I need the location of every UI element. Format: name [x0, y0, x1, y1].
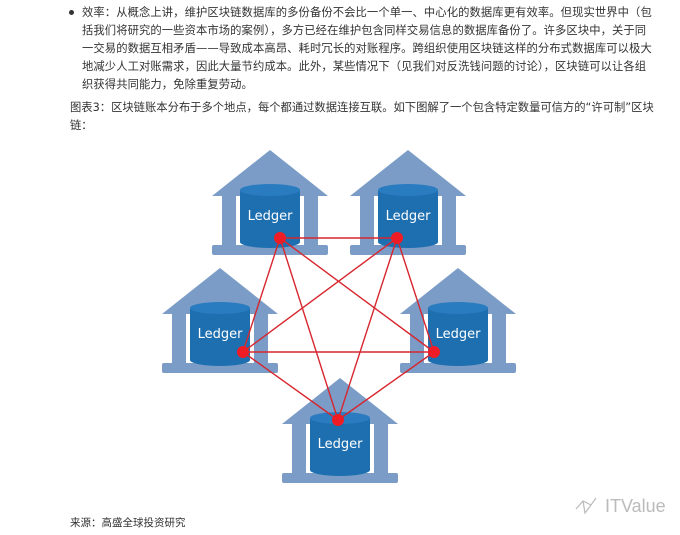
bank-building-icon — [400, 268, 516, 373]
data-link — [337, 351, 435, 421]
itvalue-logo-icon — [575, 497, 597, 515]
data-link — [242, 237, 281, 353]
ledger-node: Ledger — [350, 150, 466, 255]
data-link — [396, 237, 435, 353]
ledger-node: Ledger — [282, 378, 398, 483]
bank-building-icon — [282, 378, 398, 483]
source-note: 来源：高盛全球投资研究 — [70, 517, 186, 529]
watermark-text: ITValue — [605, 495, 666, 516]
data-link — [242, 237, 398, 353]
bullet-icon — [69, 10, 74, 15]
ledger-node: Ledger — [162, 268, 278, 373]
data-link — [279, 237, 339, 421]
bank-building-icon — [162, 268, 278, 373]
connection-dot — [428, 346, 440, 358]
connection-dot — [274, 232, 286, 244]
watermark: ITValue — [573, 495, 666, 517]
ledger-node: Ledger — [212, 150, 328, 255]
data-link — [337, 237, 398, 421]
connection-dot — [332, 414, 344, 426]
ledger-label: Ledger — [386, 209, 432, 224]
efficiency-paragraph: 效率：从概念上讲，维护区块链数据库的多份备份不会比一个单一、中心化的数据库更有效… — [82, 6, 652, 91]
ledger-node: Ledger — [400, 268, 516, 373]
ledger-label: Ledger — [318, 437, 364, 452]
data-link — [242, 351, 339, 421]
data-link — [279, 237, 435, 353]
ledger-label: Ledger — [436, 327, 482, 342]
connection-dot — [391, 232, 403, 244]
ledger-label: Ledger — [198, 327, 244, 342]
bank-building-icon — [212, 150, 328, 255]
figure-caption: 图表3：区块链账本分布于多个地点，每个都通过数据连接互联。如下图解了一个包含特定… — [70, 101, 654, 132]
bank-building-icon — [350, 150, 466, 255]
connection-dot — [237, 346, 249, 358]
ledger-label: Ledger — [248, 209, 294, 224]
